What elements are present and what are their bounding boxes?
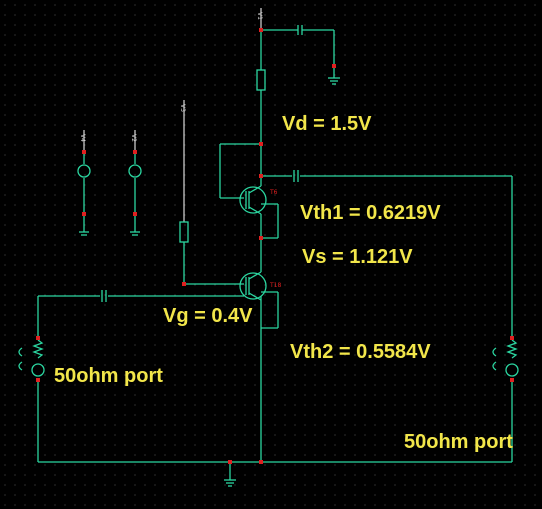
input-path [37, 290, 244, 462]
voltage-source-v4[interactable] [77, 130, 91, 236]
t18-label: T18 [269, 282, 281, 289]
voltage-source-v2[interactable] [128, 130, 142, 236]
node-markers [36, 28, 514, 464]
gate-bias-network[interactable] [179, 100, 189, 284]
right-port-symbol[interactable] [492, 339, 519, 377]
vd-annotation: Vd = 1.5V [282, 113, 372, 135]
supply-decoupling-capacitor[interactable] [261, 25, 335, 78]
v4-net-label: V4 [79, 134, 86, 142]
output-path [261, 170, 513, 462]
vg-annotation: Vg = 0.4V [163, 305, 253, 327]
transistor-t6[interactable] [219, 143, 279, 239]
transistor-t18[interactable] [184, 262, 279, 329]
left-port-annotation: 50ohm port [54, 365, 163, 387]
supply-net-label: V1 [256, 12, 263, 20]
ground-symbol-bottom [224, 479, 236, 487]
left-port-symbol[interactable] [18, 339, 45, 377]
t6-label: T6 [269, 189, 278, 196]
v2-net-label: V2 [130, 134, 137, 142]
right-port-annotation: 50ohm port [404, 431, 513, 453]
vth2-annotation: Vth2 = 0.5584V [290, 341, 431, 363]
vs-annotation: Vs = 1.121V [302, 246, 413, 268]
gate-net-label: V3 [179, 104, 186, 112]
drain-resistor[interactable] [256, 69, 266, 91]
main-chain-wires [38, 8, 512, 480]
ground-symbol-top [328, 77, 340, 85]
vth1-annotation: Vth1 = 0.6219V [300, 202, 441, 224]
